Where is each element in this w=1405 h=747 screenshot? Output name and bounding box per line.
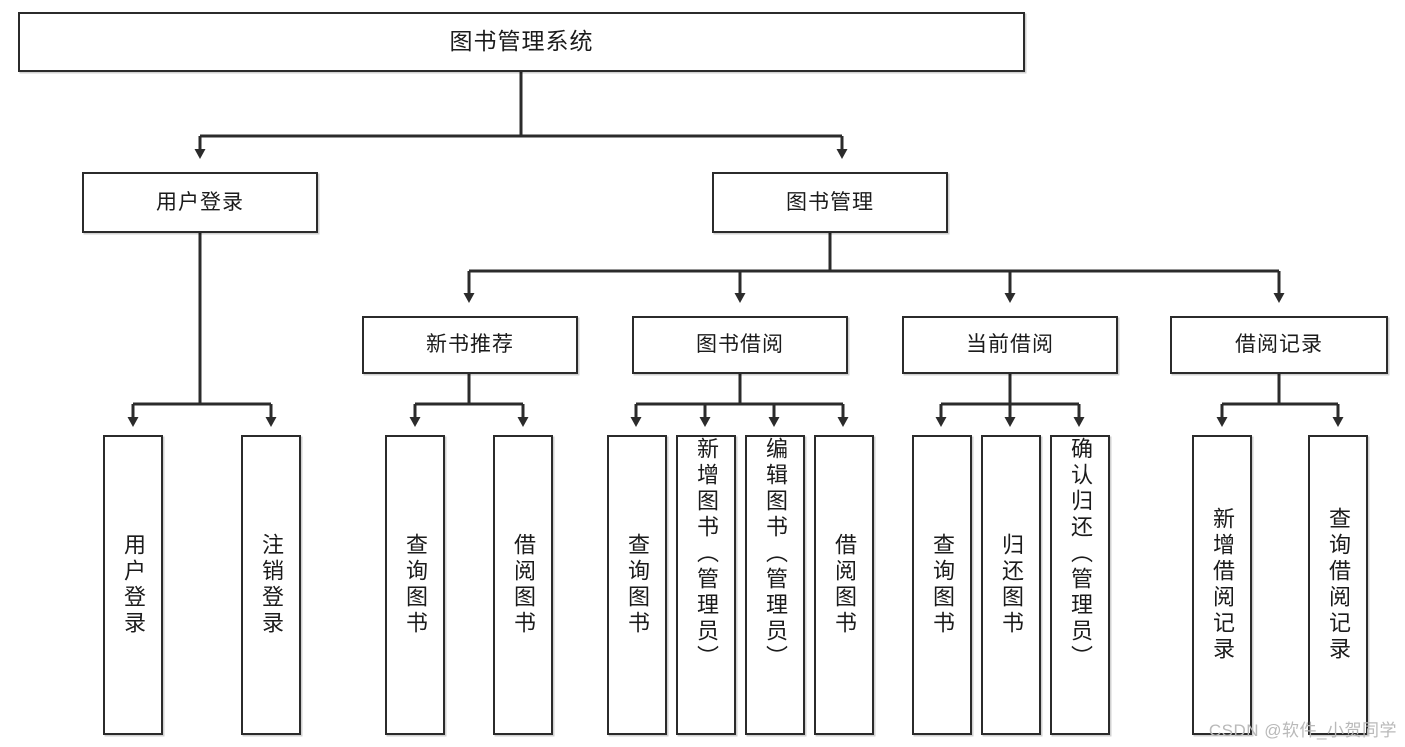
node-book-borrow[interactable]: 图书借阅 [632, 316, 848, 374]
leaf-query-books-newbooks-label: 查询图书 [403, 533, 428, 637]
node-book-management[interactable]: 图书管理 [712, 172, 948, 233]
node-book-management-label: 图书管理 [786, 190, 874, 214]
leaf-add-book-admin-label: 新增图书（管理员） [694, 437, 719, 671]
node-user-login-label: 用户登录 [156, 190, 244, 214]
leaf-query-books-current[interactable]: 查询图书 [912, 435, 972, 735]
leaf-borrow-books-borrow-label: 借阅图书 [832, 533, 857, 637]
leaf-confirm-return-admin-label: 确认归还（管理员） [1068, 437, 1093, 671]
leaf-add-book-admin[interactable]: 新增图书（管理员） [676, 435, 736, 735]
leaf-logout-label: 注销登录 [259, 533, 284, 637]
leaf-query-borrow-record[interactable]: 查询借阅记录 [1308, 435, 1368, 735]
node-root-label: 图书管理系统 [449, 28, 594, 55]
leaf-return-books-label: 归还图书 [999, 533, 1024, 637]
leaf-logout[interactable]: 注销登录 [241, 435, 301, 735]
leaf-borrow-books-newbooks[interactable]: 借阅图书 [493, 435, 553, 735]
leaf-add-borrow-record-label: 新增借阅记录 [1210, 507, 1235, 663]
leaf-confirm-return-admin[interactable]: 确认归还（管理员） [1050, 435, 1110, 735]
node-user-login[interactable]: 用户登录 [82, 172, 318, 233]
leaf-borrow-books-borrow[interactable]: 借阅图书 [814, 435, 874, 735]
node-book-borrow-label: 图书借阅 [696, 333, 784, 357]
leaf-query-books-borrow[interactable]: 查询图书 [607, 435, 667, 735]
node-new-book-recommend-label: 新书推荐 [426, 333, 514, 357]
leaf-return-books[interactable]: 归还图书 [981, 435, 1041, 735]
leaf-user-login-label: 用户登录 [121, 533, 146, 637]
node-current-borrow[interactable]: 当前借阅 [902, 316, 1118, 374]
csdn-watermark: CSDN @软件_小贺同学 [1208, 721, 1397, 740]
leaf-query-books-newbooks[interactable]: 查询图书 [385, 435, 445, 735]
leaf-edit-book-admin-label: 编辑图书（管理员） [763, 437, 788, 671]
node-current-borrow-label: 当前借阅 [966, 333, 1054, 357]
leaf-edit-book-admin[interactable]: 编辑图书（管理员） [745, 435, 805, 735]
node-borrow-records[interactable]: 借阅记录 [1170, 316, 1388, 374]
leaf-query-books-current-label: 查询图书 [930, 533, 955, 637]
leaf-user-login[interactable]: 用户登录 [103, 435, 163, 735]
node-root-book-management-system[interactable]: 图书管理系统 [18, 12, 1025, 72]
leaf-query-books-borrow-label: 查询图书 [625, 533, 650, 637]
node-new-book-recommend[interactable]: 新书推荐 [362, 316, 578, 374]
leaf-query-borrow-record-label: 查询借阅记录 [1326, 507, 1351, 663]
leaf-add-borrow-record[interactable]: 新增借阅记录 [1192, 435, 1252, 735]
node-borrow-records-label: 借阅记录 [1235, 333, 1323, 357]
leaf-borrow-books-newbooks-label: 借阅图书 [511, 533, 536, 637]
